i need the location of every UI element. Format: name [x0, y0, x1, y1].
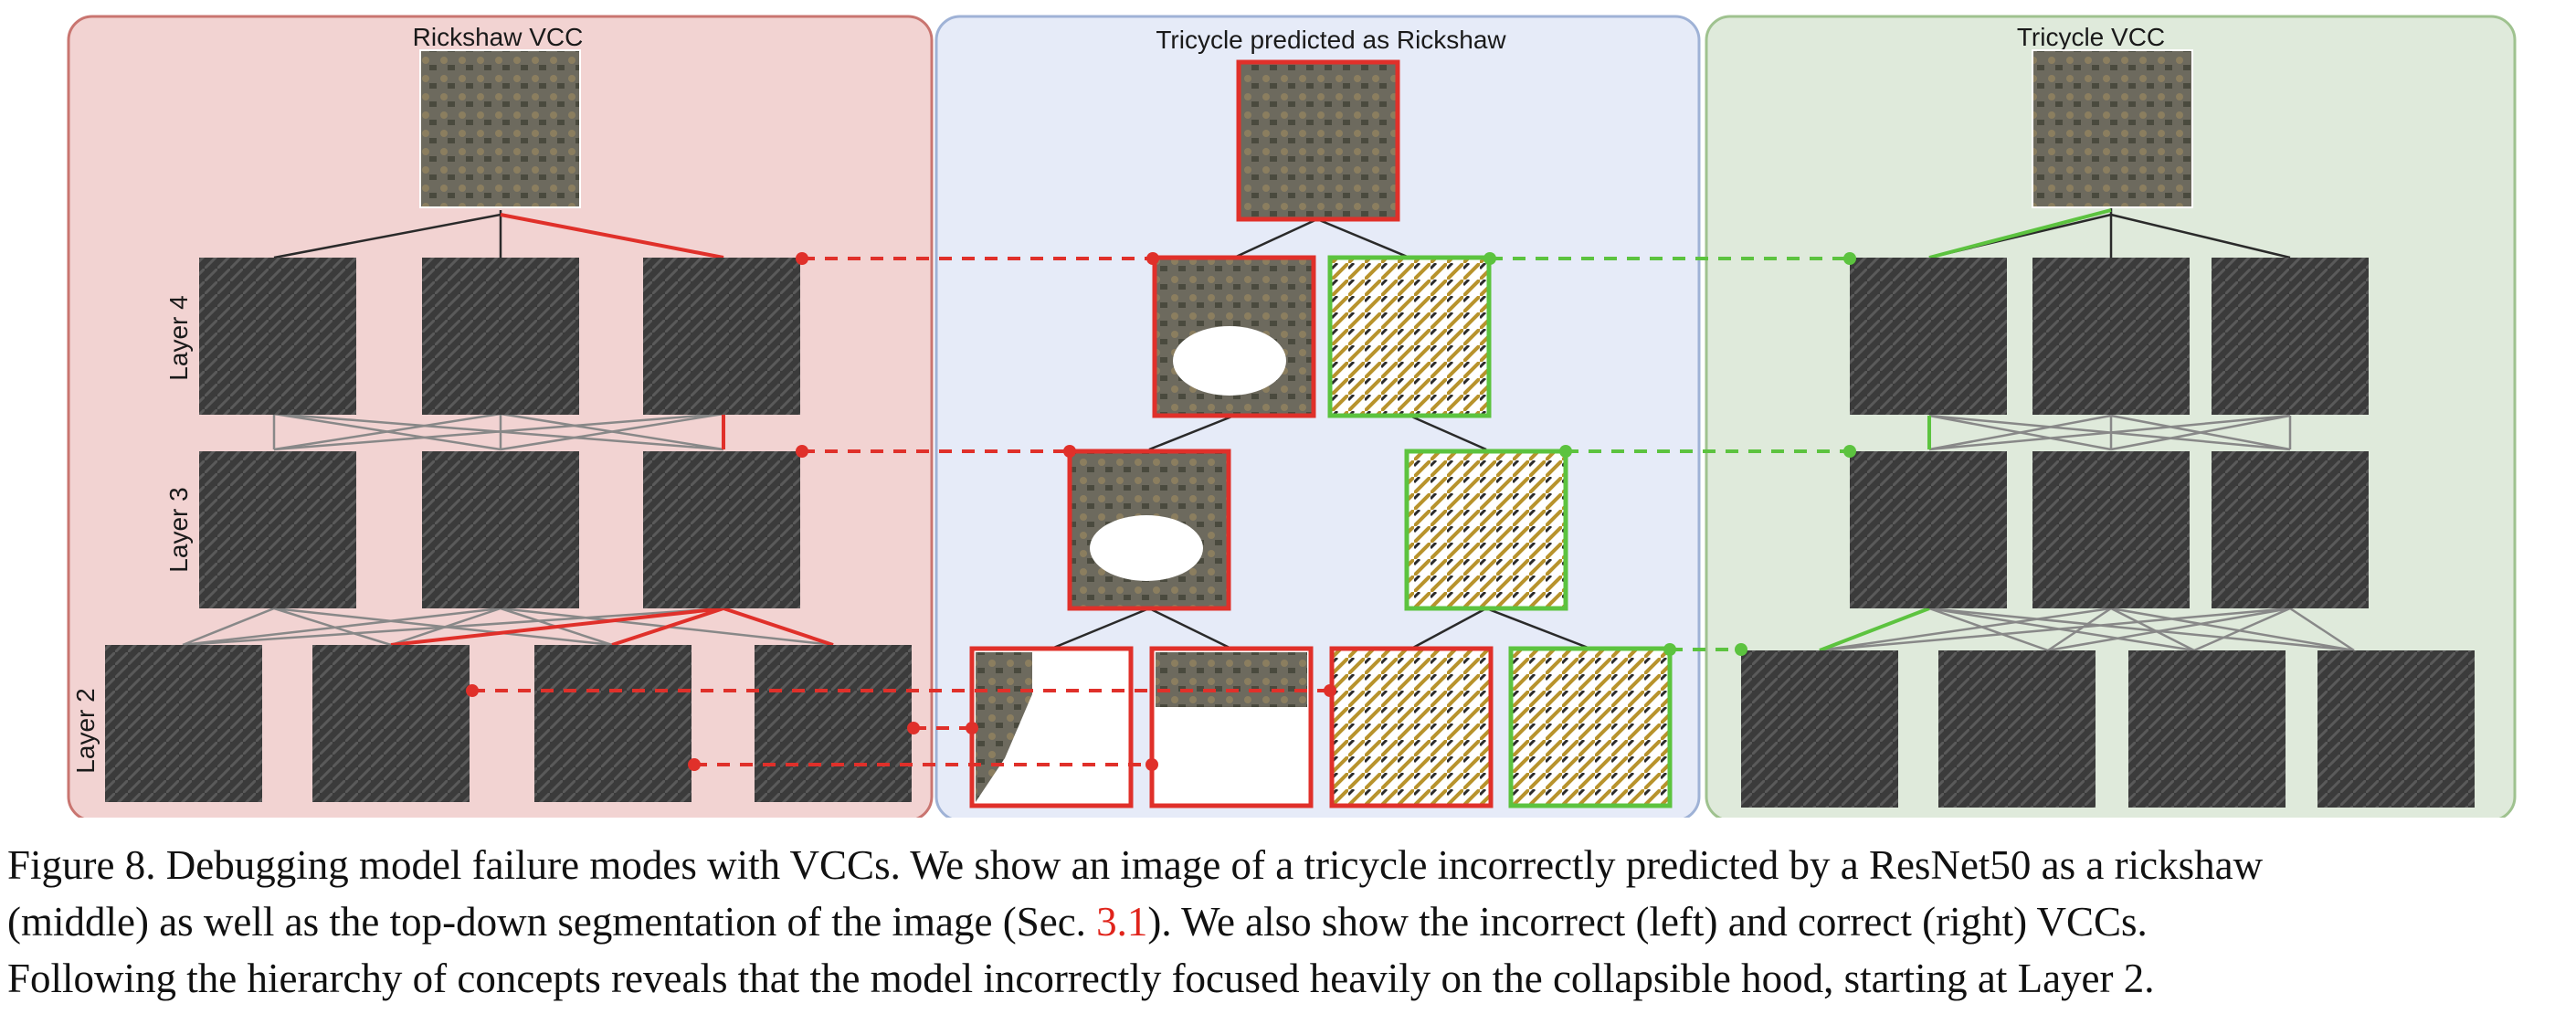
red-link-dots [466, 252, 1336, 771]
red-dashed-links [472, 257, 1330, 766]
concept-thumbnail [1850, 258, 2007, 415]
segment-layer2-incorrect-1 [969, 646, 1134, 808]
left-panel-title: Rickshaw VCC [413, 23, 584, 51]
concept-thumbnail [2128, 650, 2286, 808]
middle-panel-title: Tricycle predicted as Rickshaw [1156, 26, 1506, 54]
caption-line-3: Following the hierarchy of concepts reve… [7, 956, 2155, 1001]
concept-thumbnail [643, 258, 800, 415]
right-layer3-concepts [1850, 451, 2369, 608]
concept-thumbnail [422, 258, 579, 415]
segment-layer2-correct [1508, 646, 1673, 808]
segment-layer2-incorrect-3 [1329, 646, 1494, 808]
concept-thumbnail [422, 451, 579, 608]
left-layer4-concepts [199, 258, 800, 415]
layer-4-label: Layer 4 [164, 295, 193, 380]
left-root-image [419, 49, 581, 208]
right-root-image [2032, 49, 2193, 208]
tree-edges [182, 208, 2355, 652]
left-vcc-tree [105, 49, 912, 802]
concept-thumbnail [199, 258, 356, 415]
figure-8: Rickshaw VCC Tricycle predicted as Ricks… [67, 15, 2517, 818]
concept-thumbnail [2317, 650, 2475, 808]
right-vcc-tree [1741, 49, 2475, 808]
query-image [1236, 59, 1400, 222]
green-dashed-links [1490, 257, 1850, 651]
segment-layer3-correct [1404, 449, 1568, 611]
layer-3-label: Layer 3 [164, 487, 193, 572]
segment-layer4-correct [1327, 255, 1492, 418]
caption-line-2-text: (middle) as well as the top-down segment… [7, 899, 1097, 945]
left-layer2-concepts [105, 645, 912, 802]
caption-line-2-tail: ). We also show the incorrect (left) and… [1147, 899, 2148, 945]
green-link-dots [1483, 252, 1856, 656]
right-panel-title: Tricycle VCC [2017, 23, 2165, 51]
concept-thumbnail [2032, 451, 2190, 608]
segment-layer4-incorrect [1152, 255, 1316, 418]
concept-thumbnail [199, 451, 356, 608]
middle-segmentation-tree [969, 59, 1673, 808]
right-layer4-concepts [1850, 258, 2369, 415]
concept-thumbnail [643, 451, 800, 608]
segment-layer3-incorrect [1067, 449, 1231, 611]
concept-thumbnail [2032, 258, 2190, 415]
caption-line-1: Figure 8. Debugging model failure modes … [7, 842, 2264, 888]
concept-thumbnail [312, 645, 470, 802]
figure-canvas: Rickshaw VCC Tricycle predicted as Ricks… [67, 15, 2517, 818]
concept-thumbnail [105, 645, 262, 802]
layer-2-label: Layer 2 [71, 688, 100, 773]
segment-layer2-incorrect-2 [1149, 646, 1314, 808]
right-layer2-concepts [1741, 650, 2475, 808]
concept-thumbnail [2212, 451, 2369, 608]
concept-thumbnail [1850, 451, 2007, 608]
concept-thumbnail [534, 645, 692, 802]
left-layer3-concepts [199, 451, 800, 608]
concept-thumbnail [1741, 650, 1898, 808]
figure-caption: Figure 8. Debugging model failure modes … [7, 837, 2569, 1007]
concept-thumbnail [1938, 650, 2096, 808]
caption-line-2: (middle) as well as the top-down segment… [7, 893, 2569, 950]
section-reference-link[interactable]: 3.1 [1096, 899, 1148, 945]
concept-thumbnail [755, 645, 912, 802]
concept-thumbnail [2212, 258, 2369, 415]
